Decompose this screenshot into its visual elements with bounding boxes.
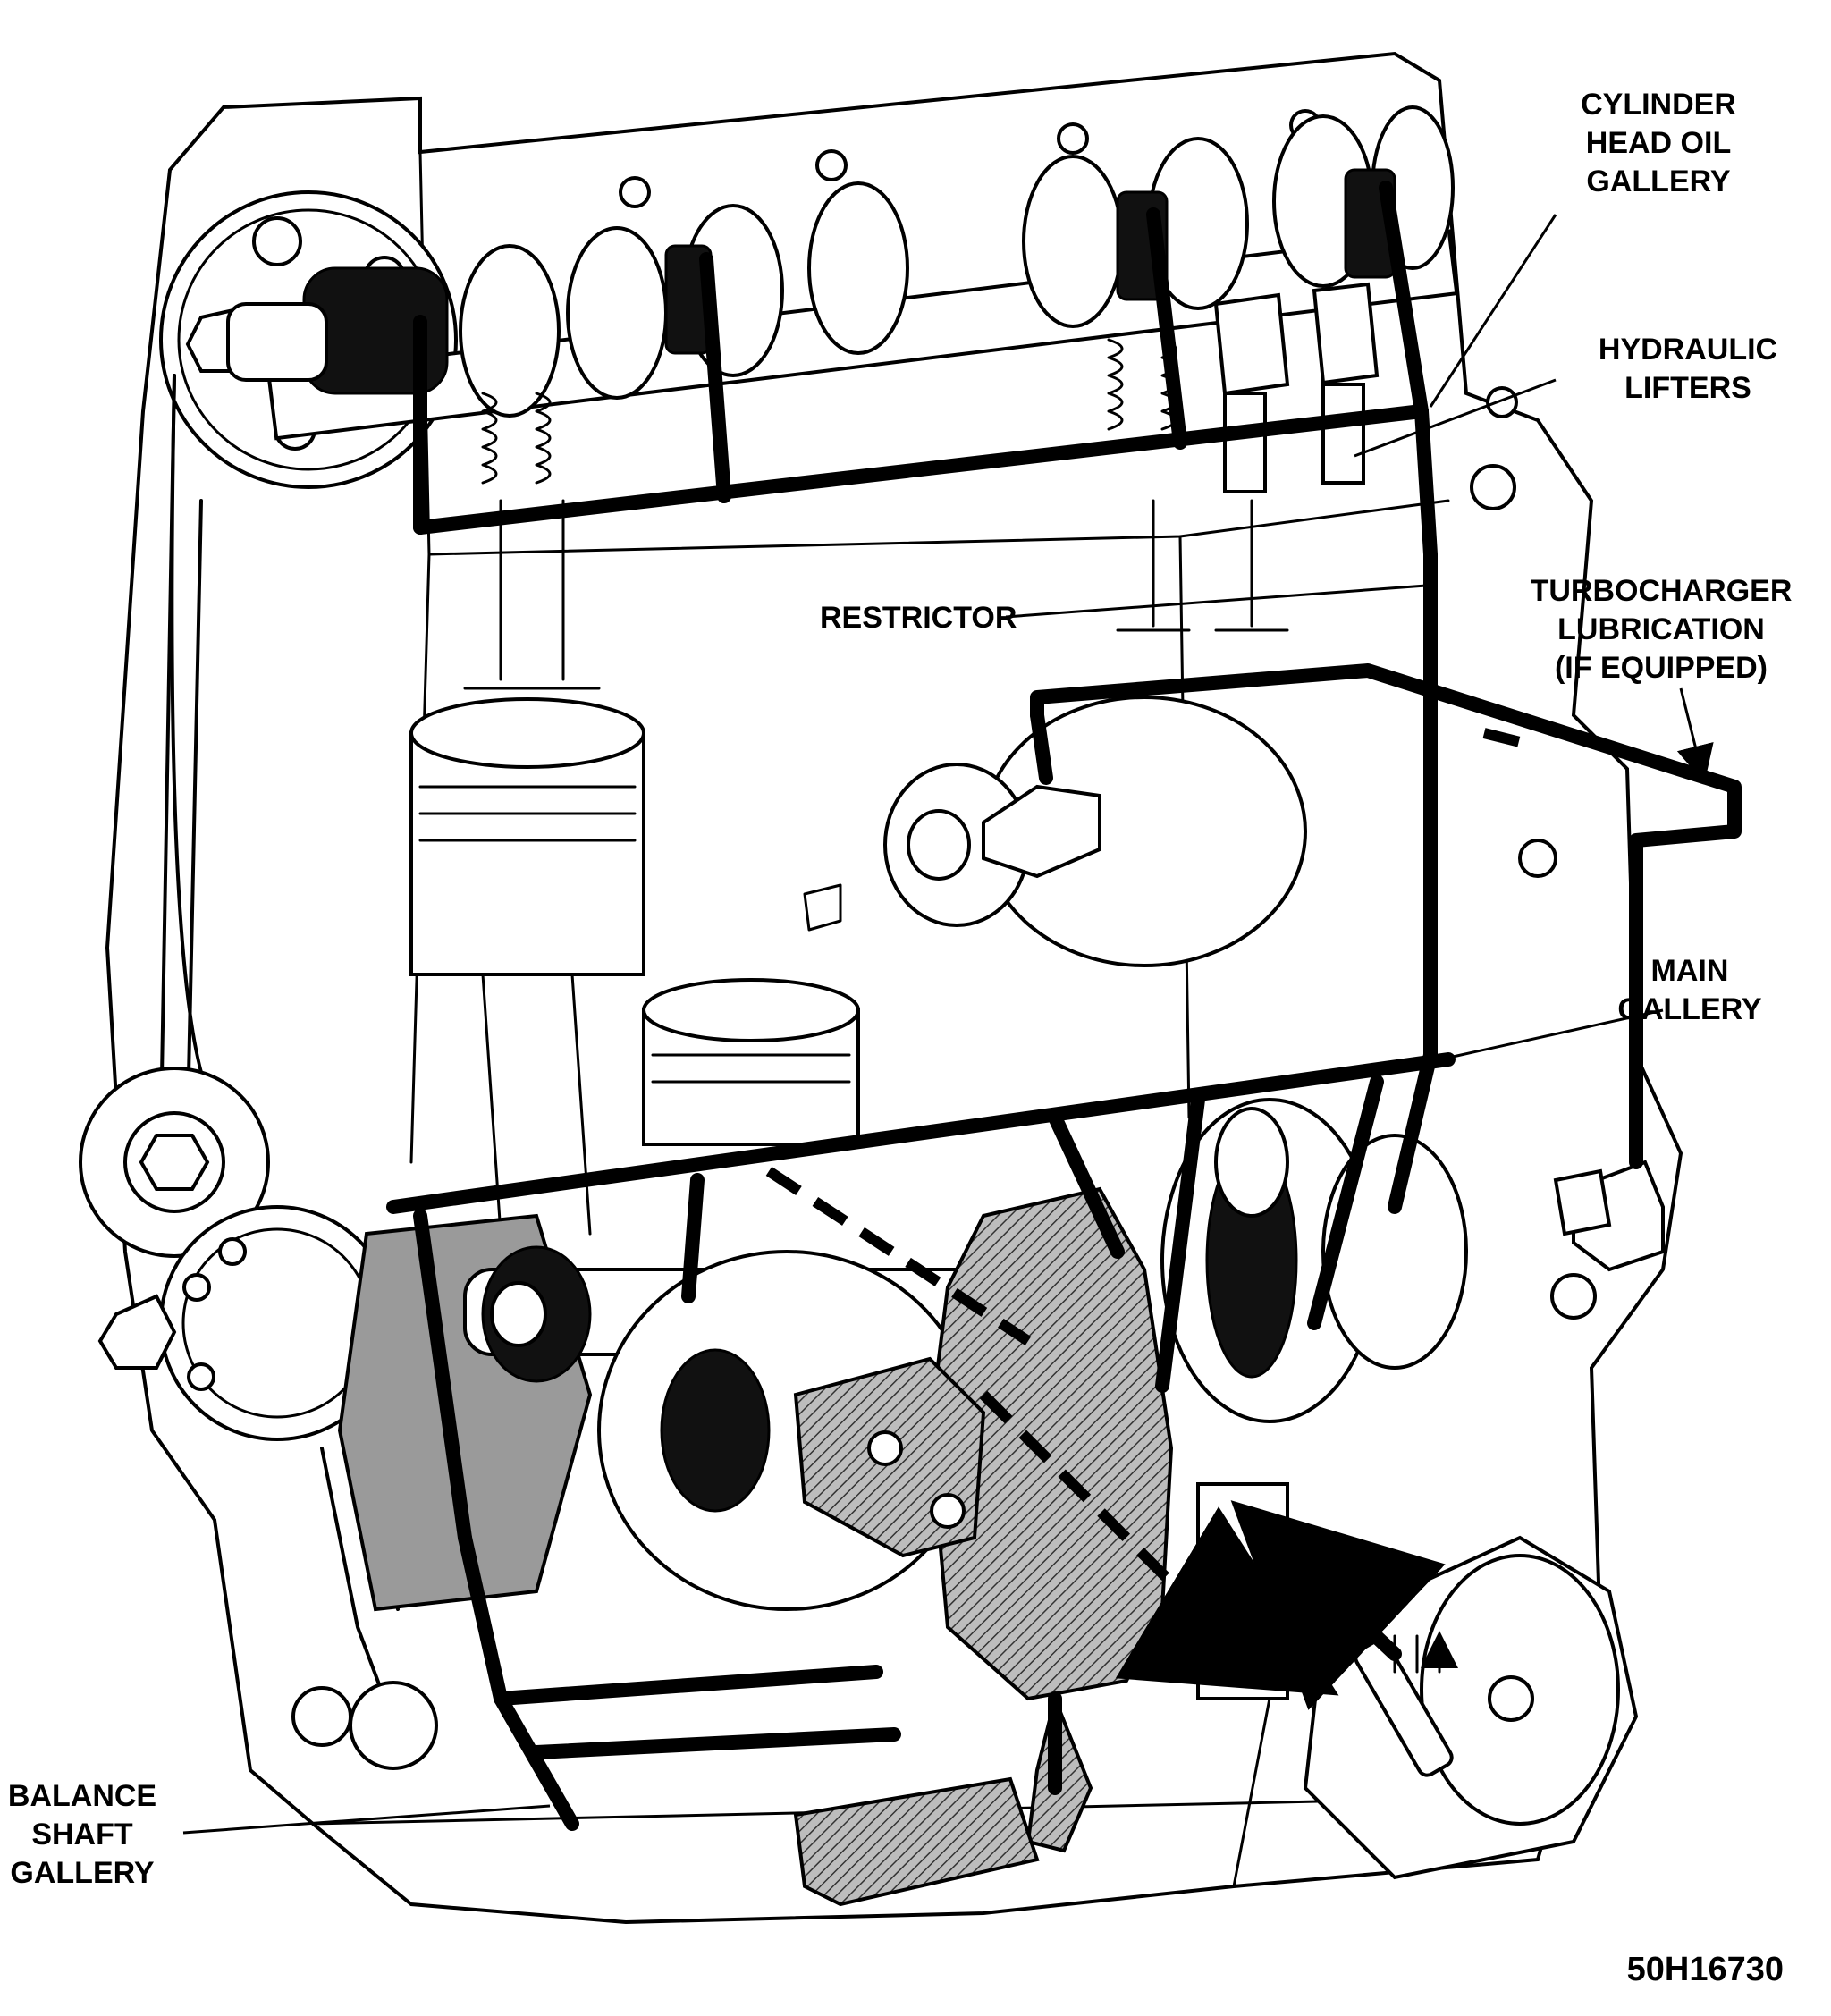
label-balance-shaft-gallery: BALANCE SHAFT GALLERY [8, 1779, 156, 1890]
water-pump [803, 696, 1307, 967]
svg-text:LUBRICATION: LUBRICATION [1557, 612, 1765, 646]
svg-text:HYDRAULIC: HYDRAULIC [1599, 333, 1777, 367]
label-main-gallery: MAIN GALLERY [1617, 954, 1762, 1026]
turbocharger-line [1030, 663, 1742, 1169]
cylinder-head-oil-gallery-line [413, 404, 1429, 535]
oil-passages [386, 181, 1742, 1831]
svg-text:TURBOCHARGER: TURBOCHARGER [1531, 574, 1793, 608]
svg-text:CYLINDER: CYLINDER [1581, 88, 1736, 122]
turbo-fitting [1553, 1160, 1665, 1272]
pistons [409, 697, 860, 1236]
svg-text:(IF EQUIPPED): (IF EQUIPPED) [1555, 651, 1768, 685]
svg-text:BALANCE: BALANCE [8, 1779, 156, 1813]
svg-text:MAIN: MAIN [1651, 954, 1729, 988]
leader-lines [182, 214, 1714, 1835]
svg-text:GALLERY: GALLERY [1617, 992, 1762, 1026]
label-turbocharger-lubrication: TURBOCHARGER LUBRICATION (IF EQUIPPED) [1531, 574, 1793, 685]
svg-text:LIFTERS: LIFTERS [1624, 371, 1751, 405]
svg-text:GALLERY: GALLERY [10, 1856, 155, 1890]
figure-code: 50H16730 [1627, 1951, 1784, 1988]
svg-text:GALLERY: GALLERY [1586, 164, 1731, 198]
svg-text:SHAFT: SHAFT [31, 1818, 133, 1852]
svg-text:RESTRICTOR: RESTRICTOR [820, 601, 1017, 635]
label-restrictor: RESTRICTOR [820, 601, 1017, 635]
label-cylinder-head-oil-gallery: CYLINDER HEAD OIL GALLERY [1581, 88, 1736, 198]
crankshaft [337, 1098, 1468, 1612]
main-gallery-line [386, 1052, 1456, 1214]
oil-pump [793, 1186, 1174, 1907]
svg-text:HEAD OIL: HEAD OIL [1586, 126, 1731, 160]
label-hydraulic-lifters: HYDRAULIC LIFTERS [1599, 333, 1777, 405]
